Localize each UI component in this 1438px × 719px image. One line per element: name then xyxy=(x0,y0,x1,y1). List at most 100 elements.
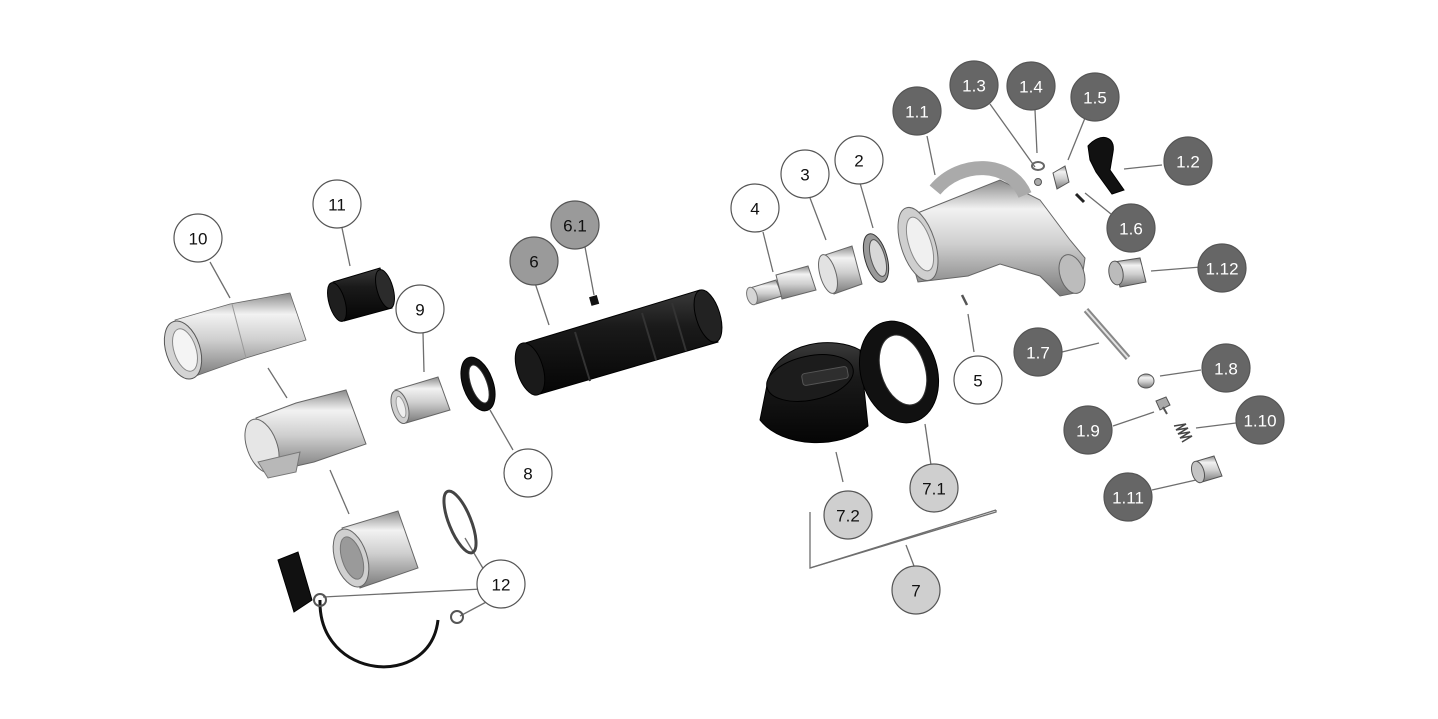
callout-label: 1.9 xyxy=(1076,422,1100,441)
part-12-nozzle-sleeve xyxy=(244,389,367,479)
callout-label: 12 xyxy=(492,576,511,595)
callout-9: 9 xyxy=(395,284,445,334)
part-12-short-sleeve xyxy=(332,510,419,589)
callout-label: 8 xyxy=(523,465,532,484)
callout-label: 7 xyxy=(911,582,920,601)
part-1-5-button xyxy=(1052,165,1070,190)
callout-1-6: 1.6 xyxy=(1106,203,1156,253)
callout-circle xyxy=(1197,243,1247,293)
callout-circle xyxy=(780,149,830,199)
callout-label: 1.8 xyxy=(1214,360,1238,379)
callout-circle xyxy=(1103,472,1153,522)
callout-label: 7.2 xyxy=(836,507,860,526)
callout-12: 12 xyxy=(476,559,526,609)
callout-circle xyxy=(953,355,1003,405)
part-12-retaining-ring xyxy=(442,489,478,555)
callout-circle xyxy=(1201,343,1251,393)
callout-label: 6 xyxy=(529,253,538,272)
callout-1-2: 1.2 xyxy=(1163,136,1213,186)
part-7-1-rubber-ring xyxy=(858,320,940,424)
callout-1-4: 1.4 xyxy=(1006,61,1056,111)
part-5-pin xyxy=(960,294,969,306)
part-12-cap-with-cord xyxy=(277,551,464,669)
callout-1-5: 1.5 xyxy=(1070,72,1120,122)
callout-1-11: 1.11 xyxy=(1103,472,1153,522)
part-1-12-fitting xyxy=(1108,257,1147,288)
callout-bubbles: 10 11 9 8 12 6 6.1 4 3 2 5 7.2 7.1 7 1.1 1.3 1.4 1.5 1.2 1.… xyxy=(173,60,1285,615)
callout-circle xyxy=(730,183,780,233)
callout-label: 3 xyxy=(800,166,809,185)
callout-circle xyxy=(891,565,941,615)
part-1-7-valve-rod xyxy=(1083,308,1131,360)
part-8-o-ring xyxy=(460,356,496,412)
callout-5: 5 xyxy=(953,355,1003,405)
callout-circle xyxy=(1235,395,1285,445)
callout-circle xyxy=(312,179,362,229)
part-6-rubber-grip xyxy=(514,289,723,396)
callout-circle xyxy=(1163,136,1213,186)
part-1-11-end-plug xyxy=(1190,455,1223,484)
callout-1-9: 1.9 xyxy=(1063,405,1113,455)
callout-1-1: 1.1 xyxy=(892,86,942,136)
callout-4: 4 xyxy=(730,183,780,233)
part-1-6-spring-pin xyxy=(1074,192,1086,204)
callout-label: 1.1 xyxy=(905,103,929,122)
callout-circle xyxy=(1070,72,1120,122)
callout-circle xyxy=(1006,61,1056,111)
part-1-1-main-body xyxy=(897,161,1086,297)
callout-circle xyxy=(1063,405,1113,455)
callout-label: 1.7 xyxy=(1026,344,1050,363)
callout-1-3: 1.3 xyxy=(949,60,999,110)
part-1-4-ring xyxy=(1031,161,1045,171)
callout-10: 10 xyxy=(173,213,223,263)
callout-label: 10 xyxy=(189,230,208,249)
callout-6: 6 xyxy=(509,236,559,286)
callout-label: 5 xyxy=(973,372,982,391)
leader-lines xyxy=(209,103,1237,617)
callout-3: 3 xyxy=(780,149,830,199)
part-6-1-set-screw xyxy=(589,295,600,306)
part-1-8-valve-seat xyxy=(1137,373,1155,389)
callout-label: 1.2 xyxy=(1176,153,1200,172)
callout-circle xyxy=(476,559,526,609)
callout-circle xyxy=(823,490,873,540)
part-1-2-trigger xyxy=(1087,137,1125,195)
callout-11: 11 xyxy=(312,179,362,229)
callout-circle xyxy=(395,284,445,334)
part-2-threaded-ring xyxy=(862,233,890,283)
callout-8: 8 xyxy=(503,448,553,498)
part-10-stepped-sleeve xyxy=(163,292,307,380)
callout-7-1: 7.1 xyxy=(909,463,959,513)
callout-label: 11 xyxy=(328,196,346,215)
callout-circle xyxy=(892,86,942,136)
callout-circle xyxy=(509,236,559,286)
part-4-stepped-tube xyxy=(746,265,817,306)
callout-circle xyxy=(503,448,553,498)
callout-label: 9 xyxy=(415,301,424,320)
part-11-rubber-sleeve xyxy=(327,267,395,322)
callout-circle xyxy=(949,60,999,110)
callout-label: 1.3 xyxy=(962,77,986,96)
callout-1-12: 1.12 xyxy=(1197,243,1247,293)
part-1-9-valve xyxy=(1155,396,1171,415)
part-9-bushing xyxy=(390,376,451,424)
callout-circle xyxy=(834,135,884,185)
callout-circle xyxy=(550,200,600,250)
callout-1-7: 1.7 xyxy=(1013,327,1063,377)
callout-label: 6.1 xyxy=(563,217,587,236)
callout-label: 1.4 xyxy=(1019,78,1043,97)
callout-label: 7.1 xyxy=(922,480,946,499)
part-3-collar xyxy=(818,245,863,295)
callout-circle xyxy=(909,463,959,513)
callout-1-8: 1.8 xyxy=(1201,343,1251,393)
part-1-10-spring xyxy=(1173,423,1193,443)
callout-7: 7 xyxy=(891,565,941,615)
part-1-3-washer xyxy=(1034,178,1042,186)
callout-7-2: 7.2 xyxy=(823,490,873,540)
callout-circle xyxy=(173,213,223,263)
callout-circle xyxy=(1013,327,1063,377)
callout-6-1: 6.1 xyxy=(550,200,600,250)
callout-label: 2 xyxy=(854,152,863,171)
callout-circle xyxy=(1106,203,1156,253)
